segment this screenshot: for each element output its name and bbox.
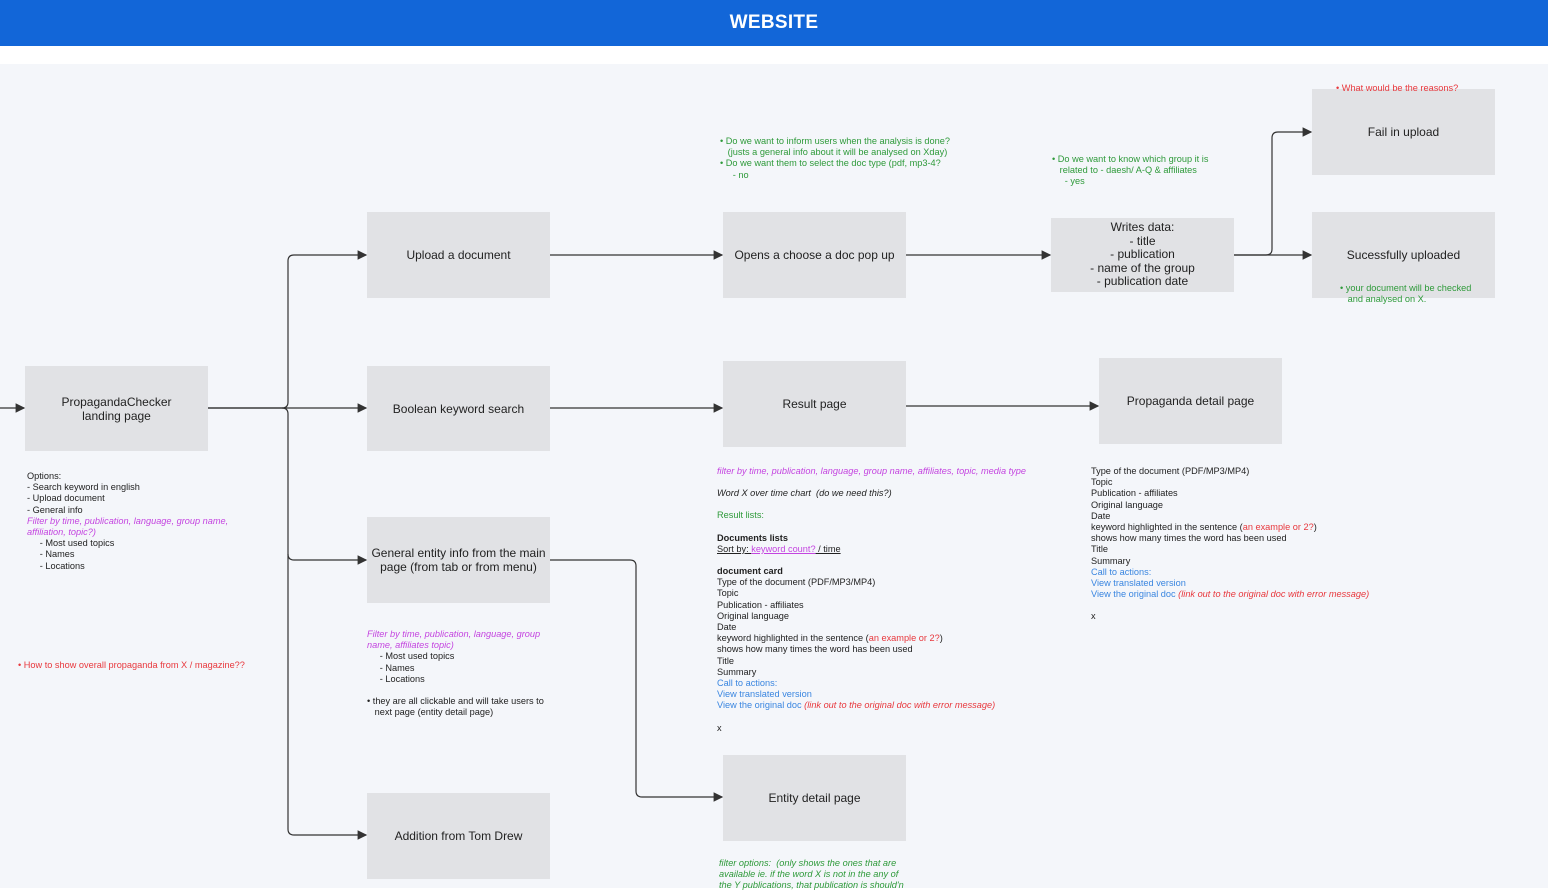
- result-page-node: Result page: [723, 361, 906, 447]
- result-view-translated-link: View translated version: [717, 689, 812, 700]
- arrow-entity-detail: [550, 559, 724, 802]
- entity-detail-node: Entity detail page: [723, 755, 906, 841]
- arrow-landing-addition: [287, 554, 368, 840]
- diagram-canvas: [0, 64, 1548, 888]
- result-page-note: filter by time, publication, language, g…: [717, 466, 1026, 733]
- result-call-to-actions: Call to actions:: [717, 678, 778, 689]
- propaganda-detail-node: Propaganda detail page: [1099, 358, 1282, 444]
- boolean-search-node: Boolean keyword search: [367, 366, 550, 451]
- doc-popup-node: Opens a choose a doc pop up: [723, 212, 906, 298]
- propaganda-detail-note: Type of the document (PDF/MP3/MP4) Topic…: [1091, 466, 1370, 622]
- success-note: • your document will be checked and anal…: [1340, 283, 1472, 305]
- page-title: WEBSITE: [729, 12, 819, 33]
- reasons-note: • What would be the reasons?: [1336, 83, 1459, 93]
- entity-info-note: Filter by time, publication, language, g…: [367, 629, 544, 718]
- writes-data-node: Writes data: - title - publication - nam…: [1051, 218, 1234, 292]
- group-note: • Do we want to know which group it is r…: [1052, 154, 1209, 187]
- fail-upload-node: Fail in upload: [1312, 89, 1495, 175]
- upload-document-node: Upload a document: [367, 212, 550, 298]
- landing-options-note: Options: - Search keyword in english - U…: [27, 471, 229, 571]
- arrow-landing-upload: [208, 250, 368, 409]
- overall-propaganda-note: • How to show overall propaganda from X …: [18, 660, 245, 670]
- entity-info-node: General entity info from the main page (…: [367, 517, 550, 603]
- header-bar: WEBSITE: [0, 0, 1548, 46]
- inform-note: • Do we want to inform users when the an…: [720, 136, 950, 180]
- arrow-writes-fail: [1234, 127, 1313, 256]
- entity-detail-note: filter options: (only shows the ones tha…: [719, 858, 904, 891]
- success-upload-node: Sucessfully uploaded: [1312, 212, 1495, 298]
- result-view-original-link: View the original doc: [717, 700, 805, 711]
- addition-node: Addition from Tom Drew: [367, 793, 550, 879]
- arrow-landing-entity: [281, 407, 368, 565]
- landing-page-node: PropagandaChecker landing page: [25, 366, 208, 451]
